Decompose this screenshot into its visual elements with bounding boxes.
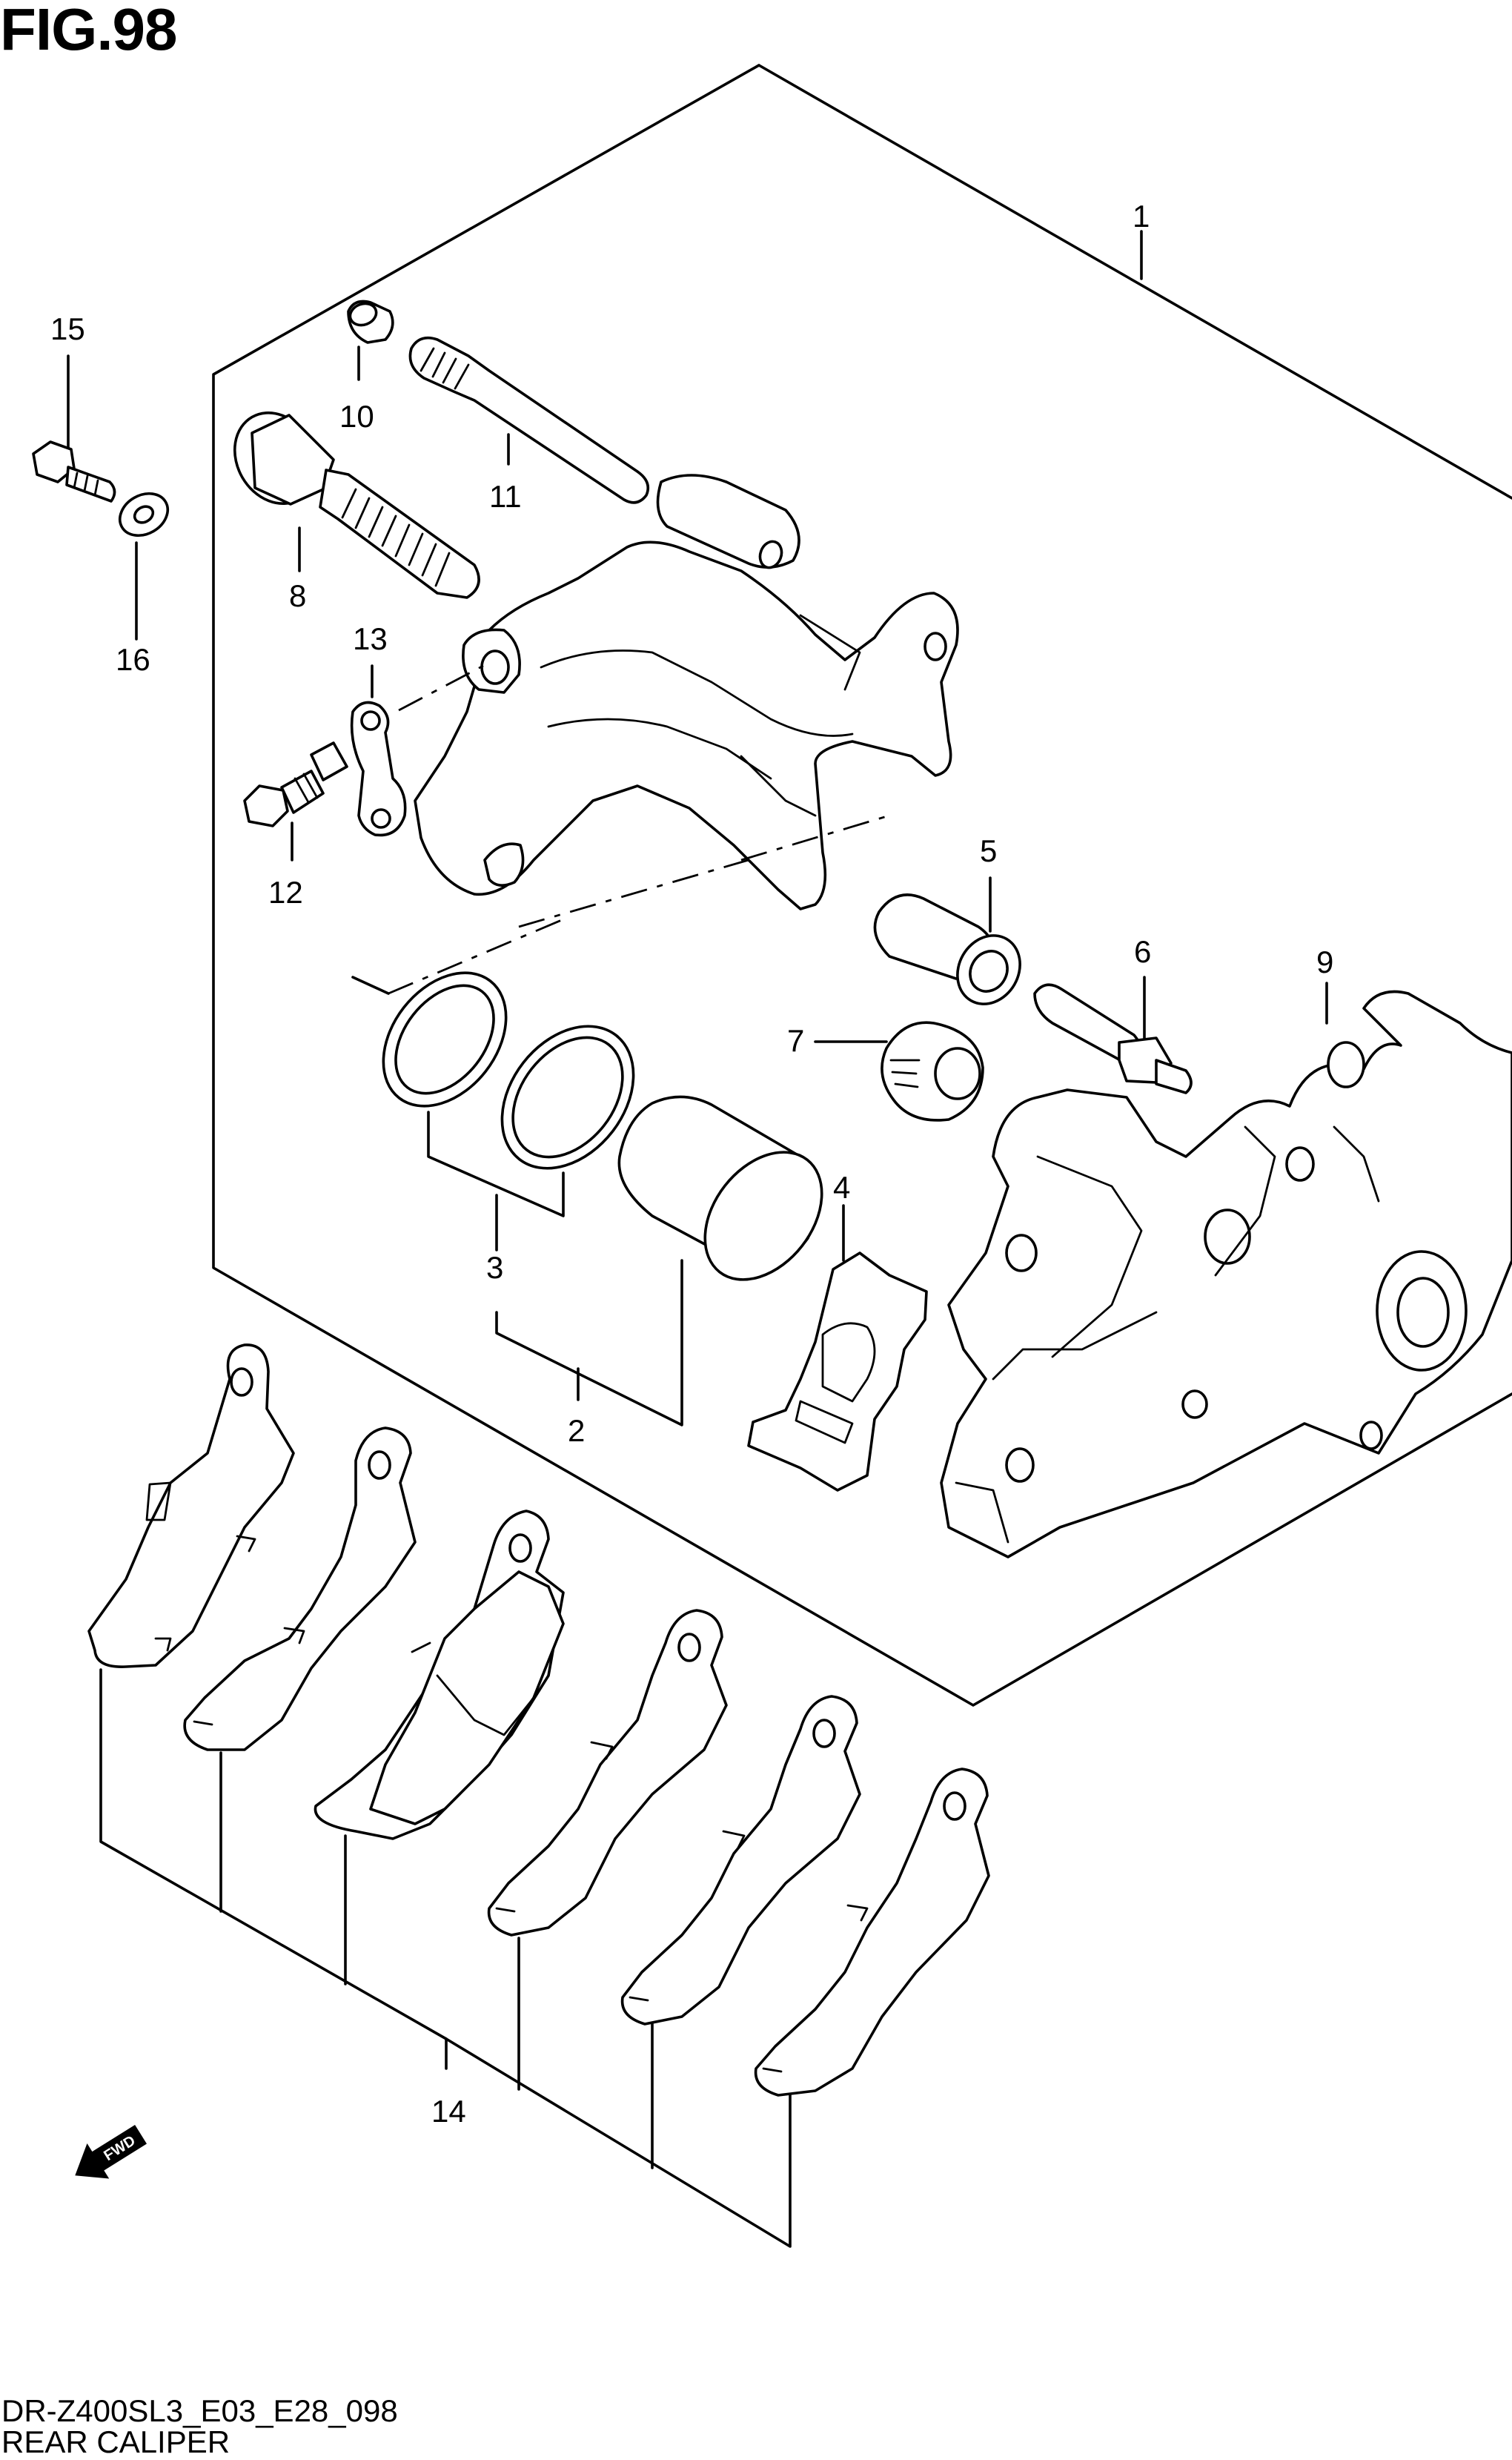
alignment-line: [740, 814, 890, 862]
callout-2: 2: [568, 1413, 585, 1448]
caliper-body: [414, 474, 959, 910]
cap-10: [347, 300, 394, 344]
callout-10: 10: [339, 399, 374, 434]
boot-7: [881, 1021, 984, 1122]
callout-4: 4: [833, 1170, 850, 1205]
spring-4: [747, 1252, 928, 1492]
washer-16: [119, 492, 169, 538]
alignment-line: [398, 664, 484, 712]
brake-pads-14: [87, 1343, 990, 2097]
bracket-9: [940, 990, 1512, 1558]
pin-11: [408, 336, 650, 504]
callout-15: 15: [50, 311, 85, 346]
callout-12: 12: [268, 875, 303, 910]
assembly-boundary: [212, 64, 1512, 1707]
piston-2: [617, 1095, 823, 1281]
callout-5: 5: [980, 833, 997, 868]
callout-1: 1: [1133, 199, 1150, 234]
alignment-line: [351, 976, 390, 995]
callout-9: 9: [1316, 945, 1333, 979]
callout-8: 8: [289, 578, 306, 613]
callout-3: 3: [486, 1250, 503, 1285]
bolt-15: [32, 440, 116, 503]
figure-title: FIG.98: [0, 0, 178, 62]
leader-lines: [67, 230, 1328, 2248]
callout-16: 16: [116, 642, 150, 677]
callout-14: 14: [431, 2094, 466, 2129]
sleeve-5: [873, 893, 1021, 1005]
fwd-arrow-icon: FWD: [75, 2125, 147, 2179]
pin-6: [1033, 983, 1193, 1094]
callout-11: 11: [489, 479, 522, 514]
seal-3: [382, 971, 635, 1170]
callout-13: 13: [353, 621, 388, 656]
callout-6: 6: [1134, 934, 1151, 969]
clip-13: [350, 701, 407, 837]
drawing-name: REAR CALIPER: [1, 2424, 231, 2459]
alignment-line: [518, 859, 749, 928]
callout-7: 7: [787, 1023, 804, 1058]
drawing-code: DR-Z400SL3_E03_E28_098: [1, 2393, 398, 2428]
bolt-8: [233, 411, 480, 599]
alignment-line: [388, 918, 564, 995]
bleeder-12: [243, 741, 348, 827]
